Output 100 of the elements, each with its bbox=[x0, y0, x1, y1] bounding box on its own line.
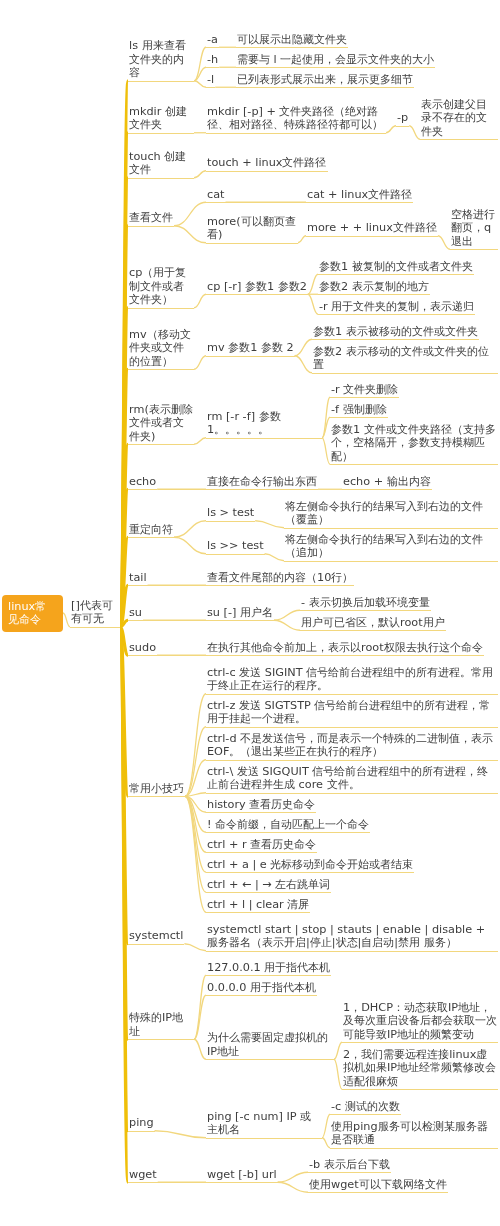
topic-label: 将左侧命令执行的结果写入到右边的文件（覆盖） bbox=[284, 499, 498, 529]
topic-label: ctrl-\ 发送 SIGQUIT 信号给前台进程组中的所有进程，终止前台进程并生成 core 文件。 bbox=[206, 764, 498, 794]
branch-line bbox=[193, 1038, 207, 1060]
topic-label: mkdir [-p] + 文件夹路径（绝对路径、相对路径、特殊路径符都可以） bbox=[206, 104, 386, 134]
branch-line bbox=[277, 1181, 309, 1193]
topic-label: history 查看历史命令 bbox=[206, 797, 317, 813]
topic-label: ctrl-d 不是发送信号，而是表示一个特殊的二进制值，表示 EOF。（退出某些正在执行的程序） bbox=[206, 731, 498, 761]
branch-line bbox=[254, 520, 285, 529]
topic-label: 查看文件尾部的内容（10行） bbox=[206, 570, 355, 586]
topic-label: -p bbox=[396, 111, 410, 127]
topic-label: 参数1 被复制的文件或者文件夹 bbox=[318, 259, 474, 275]
topic-label: -c 测试的次数 bbox=[330, 1099, 401, 1115]
branch-line bbox=[214, 86, 237, 88]
topic-label: 可以展示出隐藏文件夹 bbox=[236, 32, 348, 48]
topic-label: 1，DHCP：动态获取IP地址，及每次重启设备后都会获取一次可能导致IP地址的频繁变动 bbox=[342, 1000, 498, 1043]
topic-label: mv（移动文件夹或文件的位置） bbox=[128, 327, 194, 370]
topic-label: ctrl + r 查看历史命令 bbox=[206, 837, 318, 853]
topic-label: []代表可有可无 bbox=[70, 598, 120, 628]
topic-label: -r 用于文件夹的复制，表示递归 bbox=[318, 299, 476, 315]
topic-label: ctrl + a | e 光标移动到命令开始或者结束 bbox=[206, 857, 415, 873]
branch-line bbox=[193, 132, 207, 134]
branch-line bbox=[317, 488, 343, 490]
branch-line bbox=[321, 416, 331, 439]
topic-label: systemctl start | stop | stauts | enable | disable + 服务器名（表示开启|停止|状态|自启动|禁用 服务） bbox=[206, 922, 498, 952]
topic-label: 常用小技巧 bbox=[128, 781, 185, 797]
branch-line bbox=[118, 584, 130, 628]
branch-line bbox=[333, 1058, 343, 1090]
topic-label: 特殊的IP地址 bbox=[128, 1011, 194, 1040]
topic-label: 用户可已省区，默认root用户 bbox=[300, 615, 446, 631]
topic-label: ctrl + ← | → 左右跳单词 bbox=[206, 877, 332, 893]
topic-label: 在执行其他命令前加上，表示以root权限去执行这个命令 bbox=[206, 640, 484, 656]
topic-label: mv 参数1 参数 2 bbox=[206, 341, 295, 357]
topic-label: sudo bbox=[128, 640, 157, 656]
topic-label: -h bbox=[206, 52, 220, 68]
branch-line bbox=[307, 293, 319, 295]
topic-label: 使用wget可以下载网络文件 bbox=[308, 1177, 448, 1193]
topic-label: 参数1 表示被移动的文件或文件夹 bbox=[312, 324, 479, 340]
branch-line bbox=[294, 338, 313, 357]
topic-label: more(可以翻页查看) bbox=[206, 214, 298, 244]
topic-label: - 表示切换后加载环境变量 bbox=[300, 595, 431, 611]
branch-line bbox=[408, 125, 421, 140]
topic-label: ctrl-c 发送 SIGINT 信号给前台进程组中的所有进程。常用于终止正在运行的程序。 bbox=[206, 665, 498, 695]
topic-label: cp（用于复制文件或者文件夹） bbox=[128, 266, 194, 309]
branch-line bbox=[184, 795, 207, 833]
branch-line bbox=[184, 726, 207, 797]
branch-line bbox=[385, 125, 397, 134]
branch-line bbox=[156, 488, 207, 490]
topic-label: 查看文件 bbox=[128, 211, 174, 227]
topic-label: cat + linux文件路径 bbox=[306, 187, 414, 203]
branch-line bbox=[307, 293, 319, 315]
topic-label: cp [-r] 参数1 参数2 bbox=[206, 279, 308, 295]
topic-label: 将左侧命令执行的结果写入到右边的文件（追加） bbox=[284, 532, 498, 562]
topic-label: 参数2 表示复制的地方 bbox=[318, 279, 430, 295]
branch-line bbox=[193, 355, 207, 370]
topic-label: ping [-c num] IP 或主机名 bbox=[206, 1109, 322, 1139]
branch-line bbox=[156, 654, 207, 656]
topic-label: 已列表形式展示出来，展示更多细节 bbox=[236, 72, 414, 88]
topic-label: mkdir 创建文件夹 bbox=[128, 104, 194, 134]
topic-label: more + + linux文件路径 bbox=[306, 221, 438, 237]
branch-line bbox=[157, 1181, 207, 1183]
branch-line bbox=[277, 1171, 309, 1183]
topic-label: ctrl + l | clear 清屏 bbox=[206, 897, 311, 913]
topic-label: wget [-b] url bbox=[206, 1167, 278, 1183]
branch-line bbox=[218, 46, 237, 48]
topic-label: 直接在命令行输出东西 bbox=[206, 474, 318, 490]
topic-label: touch 创建文件 bbox=[128, 149, 194, 179]
branch-line bbox=[118, 626, 130, 944]
topic-label: echo + 输出内容 bbox=[342, 474, 432, 490]
branch-line bbox=[193, 437, 207, 445]
branch-line bbox=[273, 609, 301, 621]
branch-line bbox=[153, 1130, 207, 1139]
topic-label: 需要与 l 一起使用，会显示文件夹的大小 bbox=[236, 52, 436, 68]
branch-line bbox=[321, 437, 331, 465]
topic-label: ! 命令前缀，自动匹配上一个命令 bbox=[206, 817, 371, 833]
topic-label: 重定向符 bbox=[128, 522, 174, 538]
branch-line bbox=[193, 974, 207, 1040]
topic-label: su [-] 用户名 bbox=[206, 605, 274, 621]
branch-line bbox=[193, 80, 207, 88]
branch-line bbox=[184, 795, 207, 893]
branch-line bbox=[224, 201, 307, 203]
topic-label: 为什么需要固定虚拟机的IP地址 bbox=[206, 1031, 334, 1060]
branch-line bbox=[273, 619, 301, 631]
topic-label: touch + linux文件路径 bbox=[206, 156, 328, 172]
topic-label: ctrl-z 发送 SIGTSTP 信号给前台进程组中的所有进程，常用于挂起一个进程。 bbox=[206, 698, 498, 728]
topic-label: rm [-r -f] 参数1。。。。。 bbox=[206, 409, 322, 439]
branch-line bbox=[193, 66, 207, 82]
branch-line bbox=[297, 235, 307, 244]
topic-label: 使用ping服务可以检测某服务器是否联通 bbox=[330, 1119, 498, 1149]
branch-line bbox=[321, 1113, 331, 1139]
branch-line bbox=[333, 1041, 343, 1060]
topic-label: ls >> test bbox=[206, 539, 265, 555]
topic-label: echo bbox=[128, 474, 158, 490]
topic-label: -r 文件夹删除 bbox=[330, 382, 400, 398]
branch-line bbox=[146, 584, 207, 586]
topic-label: 2，我们需要远程连接linux虚拟机如果IP地址经常频繁修改会适配很麻烦 bbox=[342, 1047, 498, 1090]
topic-label: systemctl bbox=[128, 929, 185, 945]
root-topic: linux常见命令 bbox=[2, 594, 63, 632]
topic-label: 参数1 文件或文件夹路径（支持多个，空格隔开，参数支持模糊匹配） bbox=[330, 422, 498, 465]
branch-line bbox=[173, 225, 207, 244]
topic-label: ls 用来查看文件夹的内容 bbox=[128, 39, 194, 82]
